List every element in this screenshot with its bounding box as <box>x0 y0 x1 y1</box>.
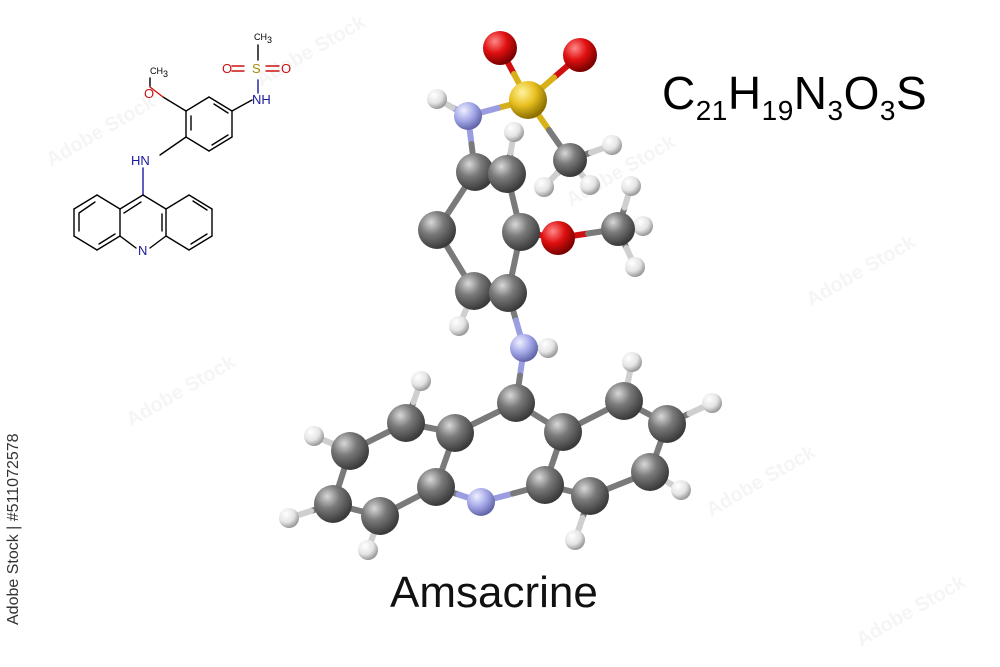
hydrogen-atom <box>622 352 642 372</box>
sulfur-label: S <box>252 61 261 76</box>
hydrogen-atom <box>565 530 585 550</box>
carbon-atom <box>455 272 493 310</box>
sulfonyl-ch3-label: CH3 <box>254 32 272 45</box>
acridine-n-label: N <box>138 243 147 258</box>
hydrogen-atom <box>633 216 653 236</box>
carbon-atom <box>456 153 494 191</box>
carbon-atom <box>314 485 352 523</box>
molecule-name: Amsacrine <box>390 568 598 617</box>
carbon-atom <box>553 143 587 177</box>
carbon-atom <box>387 404 425 442</box>
carbon-atom <box>331 432 369 470</box>
nitrogen-atom <box>467 488 495 516</box>
stock-id: Adobe Stock | #511072578 <box>5 433 22 625</box>
formula-element: C <box>662 67 696 119</box>
carbon-atom <box>605 382 643 420</box>
sulfur-atom <box>509 81 547 119</box>
hydrogen-atom <box>279 508 299 528</box>
hydrogen-atom <box>504 122 524 142</box>
formula-element: H <box>727 67 762 119</box>
nitrogen-atom <box>454 102 482 130</box>
hydrogen-atom <box>304 426 324 446</box>
hydrogen-atom <box>625 257 645 277</box>
hydrogen-atom <box>671 480 691 500</box>
oxygen-atom <box>563 38 597 72</box>
carbon-atom <box>361 497 399 535</box>
sulfonyl-o-left-label: O <box>222 61 232 76</box>
carbon-atom <box>526 466 564 504</box>
hydrogen-atom <box>358 540 378 560</box>
hydrogen-atom <box>580 175 600 195</box>
oxygen-atom <box>483 31 517 65</box>
carbon-atom <box>571 477 609 515</box>
nitrogen-atom <box>510 334 538 362</box>
hydrogen-atom <box>427 89 447 109</box>
sulfonamide-nh-label: NH <box>252 92 271 107</box>
hydrogen-atom <box>621 176 641 196</box>
hydrogen-atom <box>538 338 558 358</box>
carbon-atom <box>544 413 582 451</box>
methoxy-o-label: O <box>144 86 154 101</box>
amine-hn-label: HN <box>131 153 150 168</box>
carbon-atom <box>417 468 455 506</box>
carbon-atom <box>489 274 527 312</box>
formula-subscript: 19 <box>761 95 794 126</box>
formula-element: O <box>843 67 880 119</box>
carbon-atom <box>418 211 456 249</box>
carbon-atom <box>631 453 669 491</box>
formula-element: N <box>793 67 828 119</box>
hydrogen-atom <box>602 135 622 155</box>
ch3-top-label: CH3 <box>150 66 168 79</box>
formula-subscript: 3 <box>827 95 844 126</box>
formula-subscript: 21 <box>695 95 728 126</box>
sulfonyl-o-right-label: O <box>281 61 291 76</box>
formula-element: S <box>895 67 928 119</box>
hydrogen-atom <box>411 371 431 391</box>
carbon-atom <box>648 405 686 443</box>
oxygen-atom <box>541 221 575 255</box>
hydrogen-atom <box>534 177 554 197</box>
molecular-formula: C21H19N3O3S <box>662 66 928 125</box>
formula-subscript: 3 <box>879 95 896 126</box>
hydrogen-atom <box>702 393 722 413</box>
hydrogen-atom <box>449 316 469 336</box>
carbon-atom <box>601 212 635 246</box>
carbon-atom <box>502 213 540 251</box>
carbon-atom <box>436 414 474 452</box>
carbon-atom <box>488 155 526 193</box>
carbon-atom <box>497 384 535 422</box>
